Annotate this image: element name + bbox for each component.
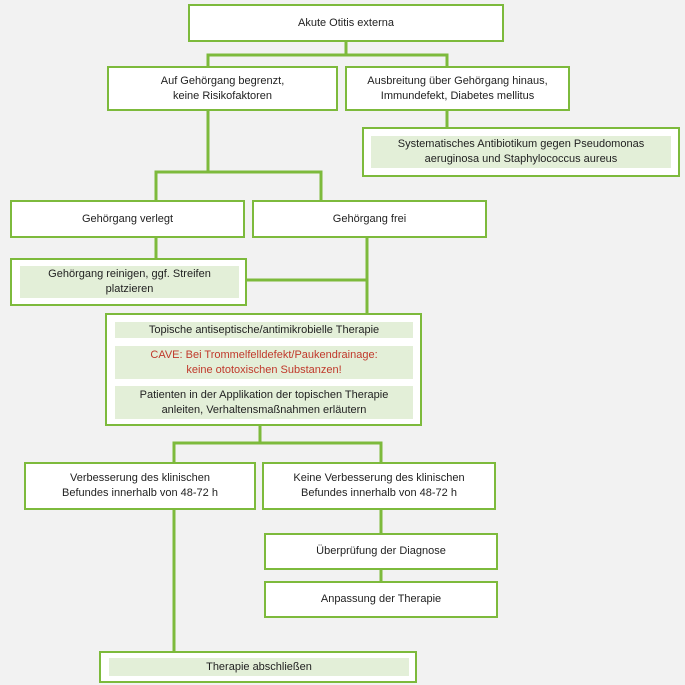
- clean-canal-line-1: Gehörgang reinigen, ggf. Streifen: [48, 268, 211, 280]
- antibiotic-inner: Systematisches Antibiotikum gegen Pseudo…: [371, 136, 671, 168]
- antibiotic-line-1: Systematisches Antibiotikum gegen Pseudo…: [397, 138, 645, 150]
- clean-canal-box: Gehörgang reinigen, ggf. Streifen platzi…: [10, 258, 247, 306]
- antibiotic-line-2: aeruginosa und Staphylococcus aureus: [424, 153, 618, 165]
- caution-line-2: keine ototoxischen Substanzen!: [186, 363, 342, 376]
- connector-limited-split: [154, 110, 323, 200]
- canal-free-label: Gehörgang frei: [332, 212, 407, 225]
- caution-line-1: CAVE: Bei Trommelfelldefekt/Paukendraina…: [150, 348, 378, 361]
- topical-therapy-label: Topische antiseptische/antimikrobielle T…: [148, 323, 380, 336]
- spread-line-2: Immundefekt, Diabetes mellitus: [380, 89, 535, 102]
- instruct-line-2: anleiten, Verhaltensmaßnahmen erläutern: [161, 403, 367, 416]
- caution-row: CAVE: Bei Trommelfelldefekt/Paukendraina…: [115, 346, 413, 379]
- improved-box: Verbesserung des klinischen Befundes inn…: [24, 462, 256, 510]
- instruct-line-1: Patienten in der Applikation der topisch…: [139, 388, 389, 401]
- spread-box: Ausbreitung über Gehörgang hinaus, Immun…: [345, 66, 570, 111]
- review-diagnosis-label: Überprüfung der Diagnose: [316, 545, 446, 557]
- review-diagnosis-box: Überprüfung der Diagnose: [264, 533, 498, 570]
- canal-free-box: Gehörgang frei: [252, 200, 487, 238]
- not-improved-line-1: Keine Verbesserung des klinischen: [293, 472, 465, 484]
- improved-line-2: Befundes innerhalb von 48-72 h: [62, 487, 218, 499]
- spread-line-1: Ausbreitung über Gehörgang hinaus,: [367, 74, 548, 87]
- canal-blocked-label: Gehörgang verlegt: [81, 212, 174, 225]
- clean-canal-line-2: platzieren: [105, 283, 154, 295]
- root-box: Akute Otitis externa: [188, 4, 504, 42]
- finish-inner: Therapie abschließen: [109, 658, 409, 676]
- root-label: Akute Otitis externa: [298, 16, 394, 29]
- finish-label: Therapie abschließen: [206, 660, 312, 673]
- not-improved-box: Keine Verbesserung des klinischen Befund…: [262, 462, 496, 510]
- adjust-therapy-box: Anpassung der Therapie: [264, 581, 498, 618]
- limited-box: Auf Gehörgang begrenzt, keine Risikofakt…: [107, 66, 338, 111]
- adjust-therapy-label: Anpassung der Therapie: [320, 593, 442, 605]
- finish-box: Therapie abschließen: [99, 651, 417, 683]
- canal-blocked-box: Gehörgang verlegt: [10, 200, 245, 238]
- instruct-row: Patienten in der Applikation der topisch…: [115, 386, 413, 419]
- clean-canal-inner: Gehörgang reinigen, ggf. Streifen platzi…: [20, 266, 239, 298]
- not-improved-line-2: Befundes innerhalb von 48-72 h: [301, 487, 457, 499]
- antibiotic-box: Systematisches Antibiotikum gegen Pseudo…: [362, 127, 680, 177]
- therapy-box: Topische antiseptische/antimikrobielle T…: [105, 313, 422, 426]
- topical-therapy-row: Topische antiseptische/antimikrobielle T…: [115, 322, 413, 338]
- limited-line-1: Auf Gehörgang begrenzt,: [160, 74, 285, 87]
- connector-root-split: [206, 40, 449, 66]
- improved-line-1: Verbesserung des klinischen: [69, 472, 210, 484]
- connector-therapy-split: [172, 425, 383, 462]
- limited-line-2: keine Risikofaktoren: [172, 89, 273, 102]
